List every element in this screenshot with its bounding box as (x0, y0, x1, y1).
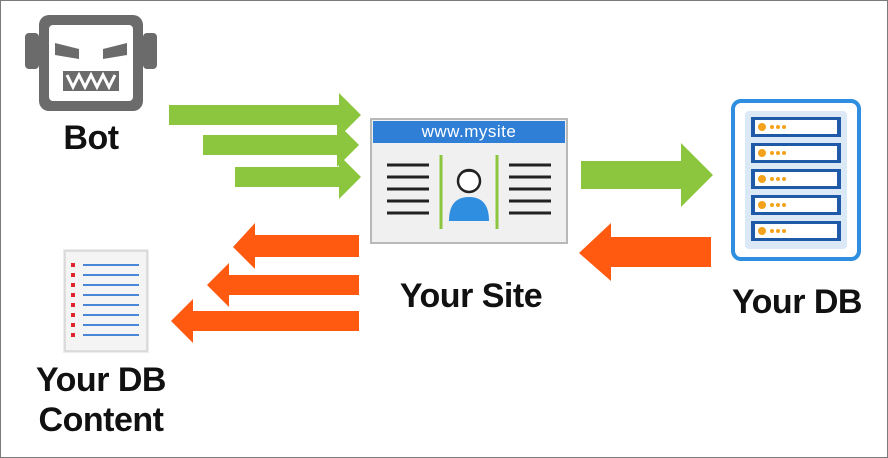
db-content-label-line2: Content (38, 401, 164, 439)
bot-to-site-arrows (169, 93, 361, 199)
robot-icon (25, 15, 157, 111)
db-content-label-line1: Your DB (36, 361, 166, 399)
bot-label: Bot (63, 119, 119, 157)
db-label: Your DB (732, 283, 862, 321)
user-avatar-icon (449, 168, 489, 221)
site-to-db-arrow (581, 143, 713, 207)
site-url: www.mysite (421, 122, 517, 141)
db-to-site-arrow (579, 223, 711, 281)
site-label: Your Site (399, 277, 543, 315)
site-to-content-arrows (171, 223, 359, 343)
document-list-icon (63, 249, 149, 353)
database-server-icon (731, 99, 861, 261)
website-card-icon (370, 118, 568, 244)
